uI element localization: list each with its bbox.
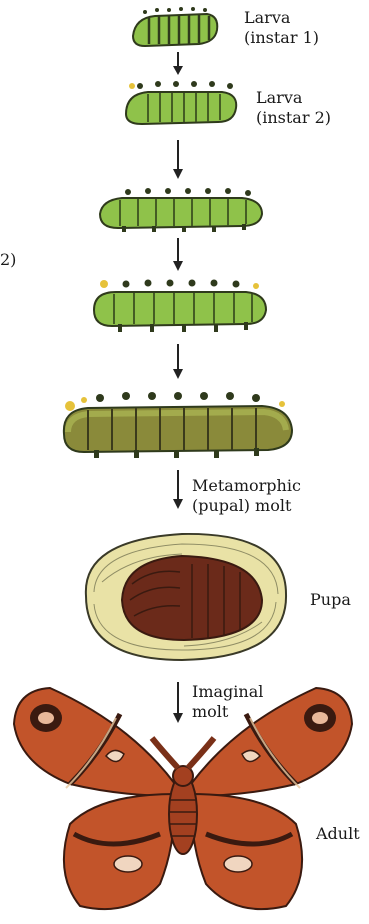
moth-icon [10,684,356,920]
larva-instar-4 [86,270,276,336]
arrow-down-icon [171,344,185,380]
left-fragment-label: 2) [0,250,16,270]
cocoon-icon [72,522,298,668]
larva-instar-1-label: Larva (instar 1) [244,8,319,48]
metamorphic-molt-label: Metamorphic (pupal) molt [192,476,301,516]
arrow-down-icon [171,52,185,76]
larva-instar-2-label: Larva (instar 2) [256,88,331,128]
larva-instar-2 [118,74,248,130]
pupa-label: Pupa [310,590,351,610]
larva-instar-5 [54,382,304,462]
larva-instar-1 [125,4,225,50]
larva-instar-3 [92,180,272,236]
arrow-down-icon [171,140,185,180]
arrow-down-icon [171,470,185,510]
arrow-down-icon [171,238,185,272]
adult-label: Adult [316,824,360,844]
